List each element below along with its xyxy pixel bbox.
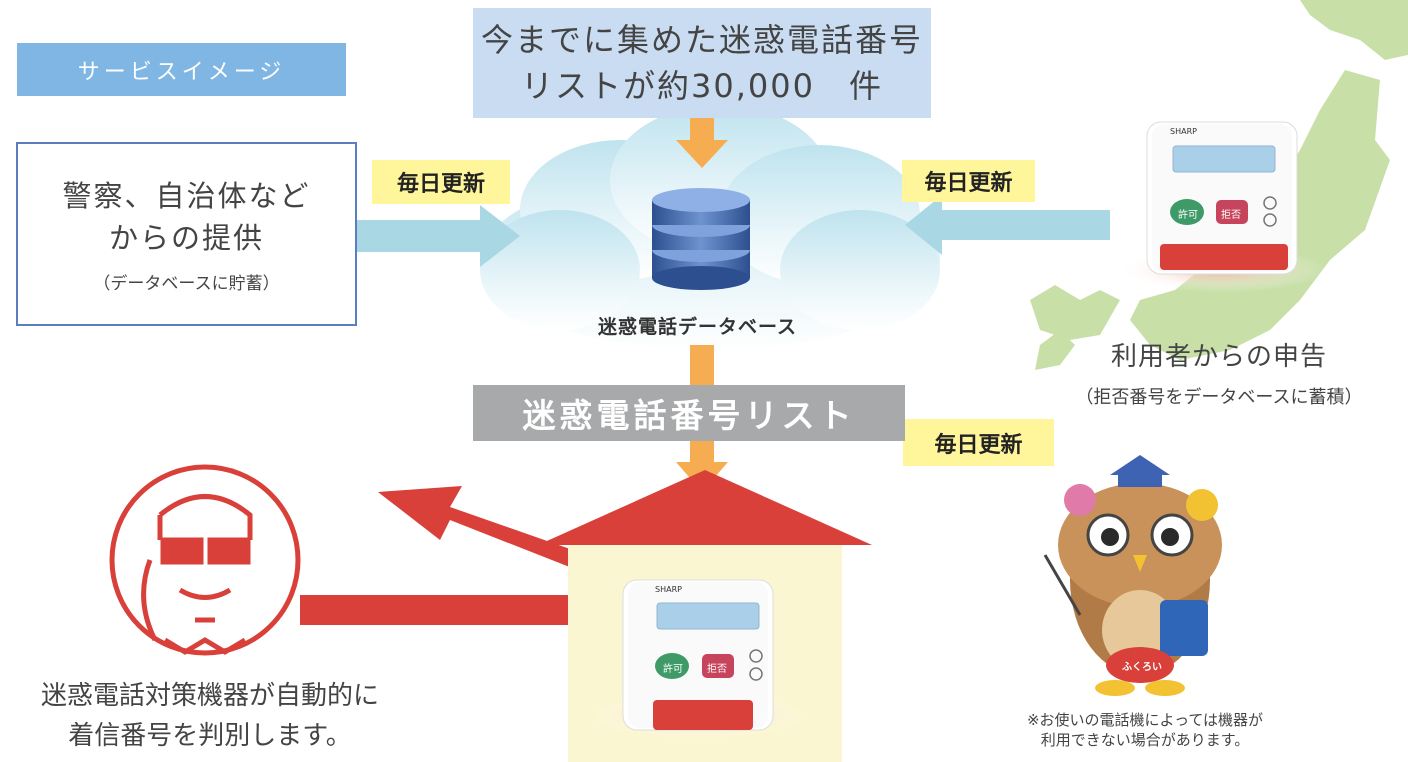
device-right-reject: 拒否: [1221, 210, 1241, 221]
device-home-reject: 拒否: [707, 664, 727, 675]
owl-mascot-icon: [1043, 455, 1222, 696]
daily-update-left: 毎日更新: [372, 160, 510, 204]
source-line1: 警察、自治体など: [62, 178, 311, 213]
users-report-line2: （拒否番号をデータベースに蓄積）: [1075, 387, 1363, 408]
arrow-right-icon: [357, 205, 520, 267]
mascot-badge: ふくろい: [1122, 662, 1162, 673]
source-line2: からの提供: [108, 220, 264, 255]
users-report-line1: 利用者からの申告: [1110, 342, 1327, 372]
spam-list-bar: 迷惑電話番号リスト: [473, 385, 905, 441]
collected-numbers-line2: リストが約30,000 件: [521, 67, 883, 105]
device-home-icon: [593, 579, 803, 738]
daily-update-right: 毎日更新: [902, 160, 1035, 202]
user-avatar-icon: [109, 464, 301, 656]
source-box: 警察、自治体など からの提供 （データベースに貯蓄）: [16, 142, 357, 326]
device-right-brand: SHARP: [1170, 127, 1197, 136]
service-image-label: サービスイメージ: [17, 43, 346, 96]
users-report: 利用者からの申告 （拒否番号をデータベースに蓄積）: [1030, 336, 1408, 409]
device-home-brand: SHARP: [655, 585, 682, 594]
device-right-allow: 許可: [1178, 210, 1198, 221]
arrow-to-user-icon: [378, 486, 628, 590]
arrow-down-top-icon: [676, 115, 728, 168]
compatibility-note: ※お使いの電話機によっては機器が 利用できない場合があります。: [955, 710, 1335, 750]
device-right-icon: [1117, 121, 1327, 292]
source-line3: （データベースに貯蓄）: [93, 273, 280, 294]
auto-detect-line2: 着信番号を判別します。: [68, 721, 352, 751]
note-line2: 利用できない場合があります。: [1040, 731, 1250, 749]
daily-update-bottom: 毎日更新: [903, 419, 1054, 466]
arrow-down-middle-icon: [690, 345, 714, 385]
note-line1: ※お使いの電話機によっては機器が: [1026, 711, 1264, 729]
database-caption: 迷惑電話データベース: [598, 316, 798, 338]
collected-numbers-box: 今までに集めた迷惑電話番号 リストが約30,000 件: [473, 8, 931, 118]
auto-detect-text: 迷惑電話対策機器が自動的に 着信番号を判別します。: [10, 676, 410, 756]
database-icon: [652, 188, 750, 290]
device-home-allow: 許可: [663, 664, 683, 675]
auto-detect-line1: 迷惑電話対策機器が自動的に: [40, 681, 379, 711]
collected-numbers-line1: 今までに集めた迷惑電話番号: [480, 21, 923, 59]
arrow-left-icon: [905, 195, 1110, 255]
